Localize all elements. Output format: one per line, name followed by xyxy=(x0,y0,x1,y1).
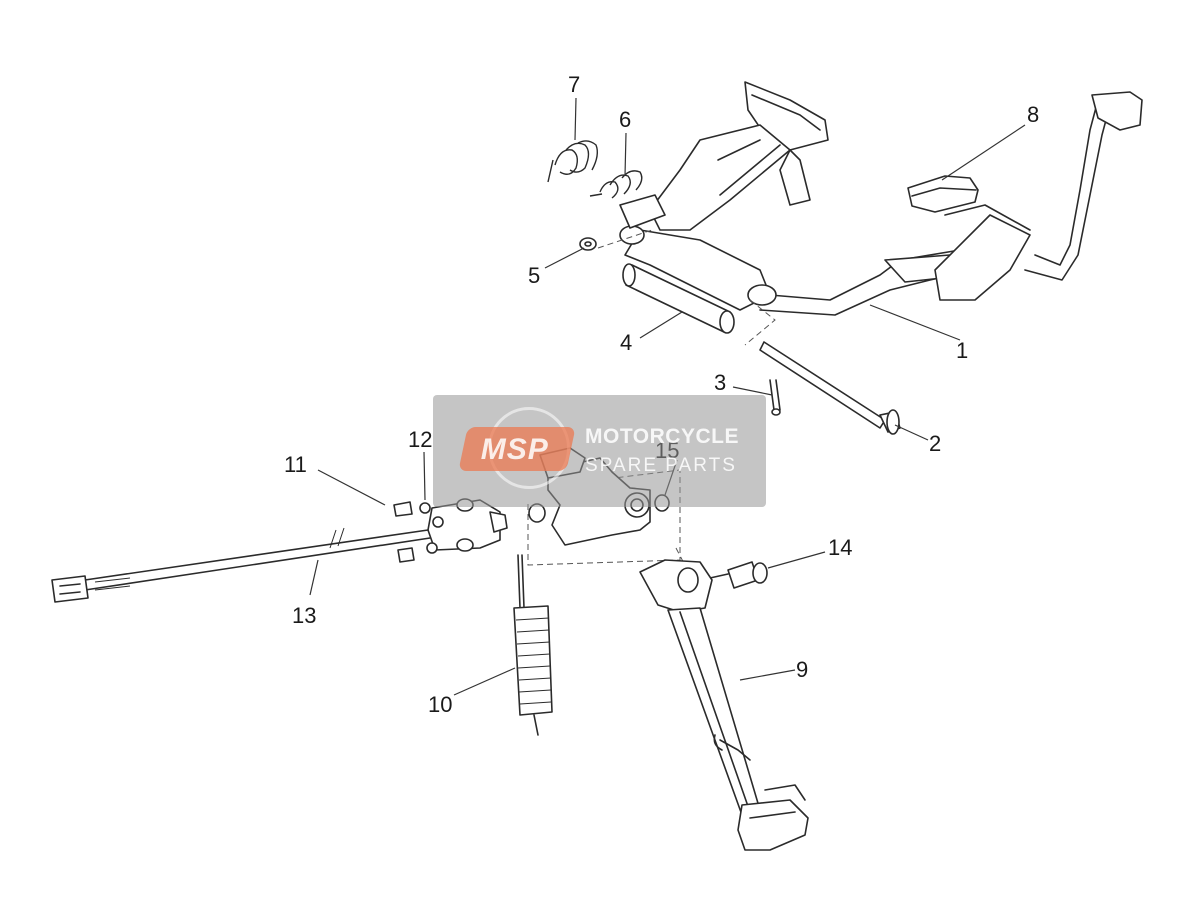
pivot-pin xyxy=(759,341,901,435)
callout-5: 5 xyxy=(528,263,540,288)
screw-upper xyxy=(393,501,431,517)
watermark-line-1: MOTORCYCLE xyxy=(585,425,739,448)
msp-logo: MSP xyxy=(458,427,576,471)
split-pin xyxy=(769,379,781,416)
callout-13: 13 xyxy=(292,603,316,628)
callout-8: 8 xyxy=(1027,102,1039,127)
spacer-tube xyxy=(622,263,735,334)
callout-11: 11 xyxy=(284,452,307,477)
screw-lower xyxy=(397,547,415,563)
callout-10: 10 xyxy=(428,692,452,717)
sidestand-switch xyxy=(426,498,508,554)
callout-14: 14 xyxy=(828,535,852,560)
watermark-line-2: SPARE PARTS xyxy=(585,455,737,476)
callout-4: 4 xyxy=(620,330,632,355)
callout-7: 7 xyxy=(568,72,580,97)
msp-logo-text: MSP xyxy=(480,433,549,466)
rubber-pad xyxy=(907,175,979,213)
sidestand xyxy=(639,559,809,851)
switch-cable xyxy=(51,527,431,603)
callout-6: 6 xyxy=(619,107,631,132)
sidestand-spring xyxy=(513,554,553,736)
washer xyxy=(579,237,597,251)
callout-2: 2 xyxy=(929,431,941,456)
spring-small xyxy=(589,170,643,199)
msp-watermark: MSP MOTORCYCLE SPARE PARTS xyxy=(433,395,766,507)
spring-large xyxy=(547,140,599,183)
center-stand-frame xyxy=(619,81,1143,316)
callout-9: 9 xyxy=(796,657,808,682)
callout-3: 3 xyxy=(714,370,726,395)
callout-1: 1 xyxy=(956,338,968,363)
sidestand-bolt xyxy=(709,561,768,589)
callout-12: 12 xyxy=(408,427,432,452)
